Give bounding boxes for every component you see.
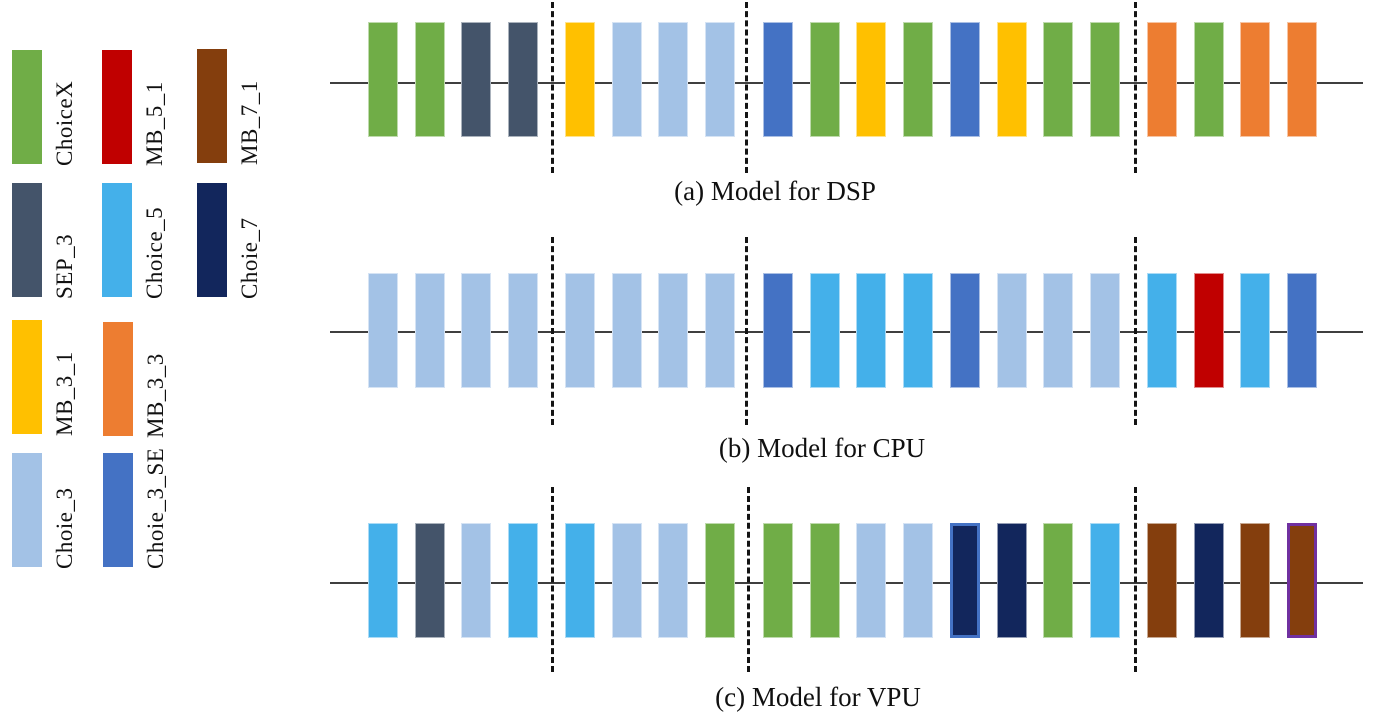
block-MB_3_1 xyxy=(997,22,1027,137)
caption-model-vpu: (c) Model for VPU xyxy=(715,682,921,712)
block-ChoiceX xyxy=(415,22,445,137)
block-ChoiceX xyxy=(1043,22,1073,137)
axis-line-b xyxy=(330,331,1363,333)
block-Choice_5 xyxy=(1240,273,1270,388)
block-ChoiceX xyxy=(368,22,398,137)
block-ChoiceX xyxy=(903,22,933,137)
legend-label: Choie_7 xyxy=(237,217,262,299)
legend-swatch xyxy=(12,183,42,297)
block-Choie_3 xyxy=(903,523,933,638)
block-ChoiceX xyxy=(1090,22,1120,137)
block-ChoiceX xyxy=(1043,523,1073,638)
block-MB_3_1 xyxy=(565,22,595,137)
stage-separator xyxy=(551,487,554,672)
block-Choie_7 xyxy=(997,523,1027,638)
block-Choice_5 xyxy=(368,523,398,638)
block-MB_3_3 xyxy=(1147,22,1177,137)
legend-swatch xyxy=(102,183,132,297)
legend-swatch xyxy=(197,49,227,163)
block-Choie_3_SE xyxy=(1287,273,1317,388)
block-Choie_7 xyxy=(1194,523,1224,638)
caption-model-cpu: (b) Model for CPU xyxy=(718,433,926,463)
block-Choie_3 xyxy=(658,523,688,638)
stage-separator xyxy=(1134,2,1137,173)
stage-separator xyxy=(1134,237,1137,425)
block-Choie_3 xyxy=(658,22,688,137)
stage-separator xyxy=(745,237,748,425)
block-Choice_5 xyxy=(1147,273,1177,388)
stage-separator xyxy=(1134,487,1137,672)
block-Choie_7-outlined xyxy=(950,523,980,638)
legend-swatch xyxy=(103,322,133,436)
legend-swatch xyxy=(12,50,42,164)
block-Choie_3 xyxy=(461,273,491,388)
legend-label: MB_3_1 xyxy=(52,351,77,436)
stage-separator xyxy=(745,2,748,173)
block-Choie_3_SE xyxy=(763,22,793,137)
legend-label: Choie_3 xyxy=(52,487,77,569)
block-Choie_3_SE xyxy=(950,22,980,137)
block-MB_5_1 xyxy=(1194,273,1224,388)
legend-label: SEP_3 xyxy=(52,233,77,299)
block-Choie_3 xyxy=(461,523,491,638)
legend-label: MB_5_1 xyxy=(142,81,167,166)
block-Choie_3 xyxy=(612,273,642,388)
legend-label: ChoiceX xyxy=(52,80,77,166)
block-Choice_5 xyxy=(856,273,886,388)
legend-label: MB_7_1 xyxy=(237,80,262,165)
block-Choie_3 xyxy=(856,523,886,638)
block-MB_7_1 xyxy=(1147,523,1177,638)
block-Choie_3 xyxy=(1043,273,1073,388)
legend-swatch xyxy=(102,50,132,164)
block-Choie_3 xyxy=(415,273,445,388)
legend-label: Choie_3_SE xyxy=(143,447,168,569)
stage-separator xyxy=(747,487,750,672)
legend-label: MB_3_3 xyxy=(143,353,168,438)
block-Choice_5 xyxy=(810,273,840,388)
legend-swatch xyxy=(12,320,42,434)
block-ChoiceX xyxy=(705,523,735,638)
block-Choie_3 xyxy=(705,273,735,388)
block-Choie_3 xyxy=(705,22,735,137)
legend-swatch xyxy=(197,183,227,297)
caption-model-dsp: (a) Model for DSP xyxy=(674,176,876,206)
block-ChoiceX xyxy=(763,523,793,638)
block-Choie_3_SE xyxy=(950,273,980,388)
block-Choice_5 xyxy=(565,523,595,638)
block-Choie_3 xyxy=(368,273,398,388)
legend-swatch xyxy=(103,453,133,567)
block-Choice_5 xyxy=(903,273,933,388)
block-Choie_3 xyxy=(997,273,1027,388)
block-MB_3_1 xyxy=(856,22,886,137)
block-MB_7_1-outlined xyxy=(1287,523,1317,638)
legend-swatch xyxy=(12,453,42,567)
stage-separator xyxy=(551,237,554,425)
block-Choie_3 xyxy=(658,273,688,388)
block-MB_7_1 xyxy=(1240,523,1270,638)
block-SEP_3 xyxy=(461,22,491,137)
block-Choie_3 xyxy=(612,22,642,137)
block-SEP_3 xyxy=(508,22,538,137)
block-Choie_3 xyxy=(508,273,538,388)
axis-line-a xyxy=(330,82,1363,84)
stage-separator xyxy=(551,2,554,173)
block-Choie_3 xyxy=(565,273,595,388)
block-MB_3_3 xyxy=(1287,22,1317,137)
axis-line-c xyxy=(330,582,1363,584)
legend-label: Choice_5 xyxy=(142,206,167,299)
block-ChoiceX xyxy=(810,22,840,137)
block-MB_3_3 xyxy=(1240,22,1270,137)
block-ChoiceX xyxy=(810,523,840,638)
block-Choie_3_SE xyxy=(763,273,793,388)
block-Choice_5 xyxy=(1090,523,1120,638)
block-Choice_5 xyxy=(508,523,538,638)
block-SEP_3 xyxy=(415,523,445,638)
block-ChoiceX xyxy=(1194,22,1224,137)
block-Choie_3 xyxy=(612,523,642,638)
block-Choie_3 xyxy=(1090,273,1120,388)
